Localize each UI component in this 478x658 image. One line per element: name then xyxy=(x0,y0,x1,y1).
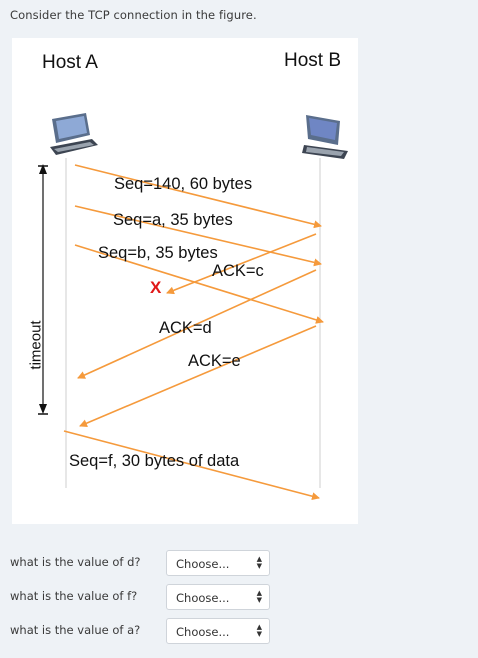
question-d: what is the value of d? xyxy=(10,555,141,569)
answer-f-selected: Choose... xyxy=(176,591,230,605)
seg2-label: Seq=a, 35 bytes xyxy=(113,211,233,229)
tcp-diagram: Host A Host B Seq=140, 60 bytes Seq=a, 3… xyxy=(12,38,358,524)
seg2-arrow xyxy=(74,205,322,267)
answer-a-selected: Choose... xyxy=(176,625,230,639)
seg3-label: Seq=b, 35 bytes xyxy=(98,244,218,262)
seg1-arrow xyxy=(74,164,322,229)
host-b-computer-icon xyxy=(302,115,348,159)
diagram-lines xyxy=(38,113,348,501)
ack-d-label: ACK=d xyxy=(159,319,212,337)
timeout-label: timeout xyxy=(27,320,45,370)
host-a-computer-icon xyxy=(50,113,98,155)
ack-d-arrow xyxy=(77,269,317,379)
seg4-arrow xyxy=(63,430,320,501)
host-b-label: Host B xyxy=(284,50,342,71)
seg4-label: Seq=f, 30 bytes of data xyxy=(69,452,240,470)
answer-d-selected: Choose... xyxy=(176,557,230,571)
timeout-arrow-down xyxy=(39,404,47,414)
ack-e-label: ACK=e xyxy=(188,352,241,370)
timeout-arrow-up xyxy=(39,164,47,174)
host-a-label: Host A xyxy=(42,52,98,73)
question-a: what is the value of a? xyxy=(10,623,141,637)
lost-mark: X xyxy=(150,278,162,297)
ack-e-arrow xyxy=(79,325,317,427)
seg3-arrow xyxy=(74,244,324,324)
updown-arrows-icon: ▲▼ xyxy=(256,589,262,604)
seg1-label: Seq=140, 60 bytes xyxy=(114,175,253,193)
question-f: what is the value of f? xyxy=(10,589,138,603)
answer-f-select[interactable]: Choose... ▲▼ xyxy=(166,584,270,610)
answer-d-select[interactable]: Choose... ▲▼ xyxy=(166,550,270,576)
ack-c-label: ACK=c xyxy=(212,262,264,280)
ack-c-arrow xyxy=(166,233,317,295)
updown-arrows-icon: ▲▼ xyxy=(256,623,262,638)
question-text: Consider the TCP connection in the figur… xyxy=(10,8,257,22)
updown-arrows-icon: ▲▼ xyxy=(256,555,262,570)
answer-a-select[interactable]: Choose... ▲▼ xyxy=(166,618,270,644)
